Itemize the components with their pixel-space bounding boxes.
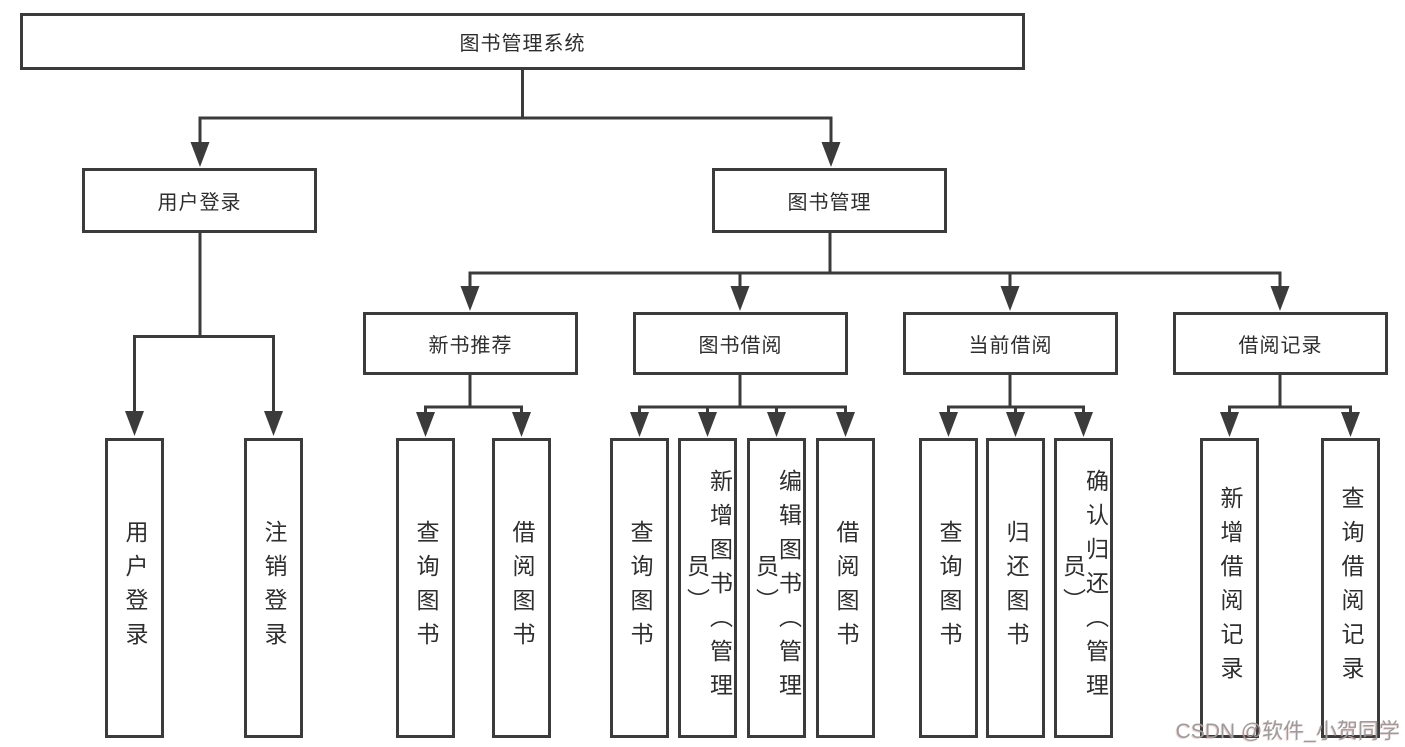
leaf-confirm-return-admin: 确认归还（管理员） xyxy=(1054,438,1113,738)
leaf-query-books-recommend: 查询图书 xyxy=(396,438,455,738)
leaf-query-books-current: 查询图书 xyxy=(919,438,978,738)
leaf-add-book-admin: 新增图书（管理员） xyxy=(678,438,737,738)
leaf-label: 确认归还（管理员） xyxy=(1059,469,1109,707)
node-label: 用户登录 xyxy=(157,192,242,214)
node-new-book-recommend: 新书推荐 xyxy=(363,312,578,375)
node-label: 新书推荐 xyxy=(428,335,513,357)
leaf-add-borrow-record: 新增借阅记录 xyxy=(1200,438,1259,738)
node-book-management: 图书管理 xyxy=(712,168,947,233)
node-label: 借阅记录 xyxy=(1238,335,1323,357)
leaf-return-books: 归还图书 xyxy=(986,438,1045,738)
leaf-label: 查询借阅记录 xyxy=(1338,486,1364,690)
leaf-label: 新增图书（管理员） xyxy=(683,469,733,707)
leaf-borrow-books-recommend: 借阅图书 xyxy=(492,438,551,738)
node-borrowing-records: 借阅记录 xyxy=(1173,312,1388,375)
node-user-login: 用户登录 xyxy=(82,168,317,233)
leaf-label: 注销登录 xyxy=(261,520,287,656)
node-library-management-system: 图书管理系统 xyxy=(20,13,1025,70)
leaf-label: 查询图书 xyxy=(936,520,962,656)
leaf-label: 归还图书 xyxy=(1003,520,1029,656)
node-book-borrowing: 图书借阅 xyxy=(633,312,848,375)
node-label: 当前借阅 xyxy=(968,335,1053,357)
node-label: 图书管理 xyxy=(787,192,872,214)
leaf-label: 编辑图书（管理员） xyxy=(752,469,802,707)
leaf-label: 新增借阅记录 xyxy=(1217,486,1243,690)
leaf-user-login: 用户登录 xyxy=(105,438,164,738)
leaf-label: 借阅图书 xyxy=(833,520,859,656)
leaf-label: 用户登录 xyxy=(122,520,148,656)
leaf-label: 查询图书 xyxy=(627,520,653,656)
leaf-borrow-books-borrowing: 借阅图书 xyxy=(816,438,875,738)
leaf-query-borrow-record: 查询借阅记录 xyxy=(1321,438,1380,738)
leaf-label: 借阅图书 xyxy=(509,520,535,656)
leaf-logout: 注销登录 xyxy=(244,438,303,738)
node-label: 图书管理系统 xyxy=(459,33,586,55)
watermark: CSDN @软件_小贺同学 xyxy=(1175,720,1400,743)
node-label: 图书借阅 xyxy=(698,335,783,357)
leaf-query-books-borrowing: 查询图书 xyxy=(610,438,669,738)
leaf-label: 查询图书 xyxy=(413,520,439,656)
node-current-borrowing: 当前借阅 xyxy=(903,312,1118,375)
leaf-edit-book-admin: 编辑图书（管理员） xyxy=(747,438,806,738)
